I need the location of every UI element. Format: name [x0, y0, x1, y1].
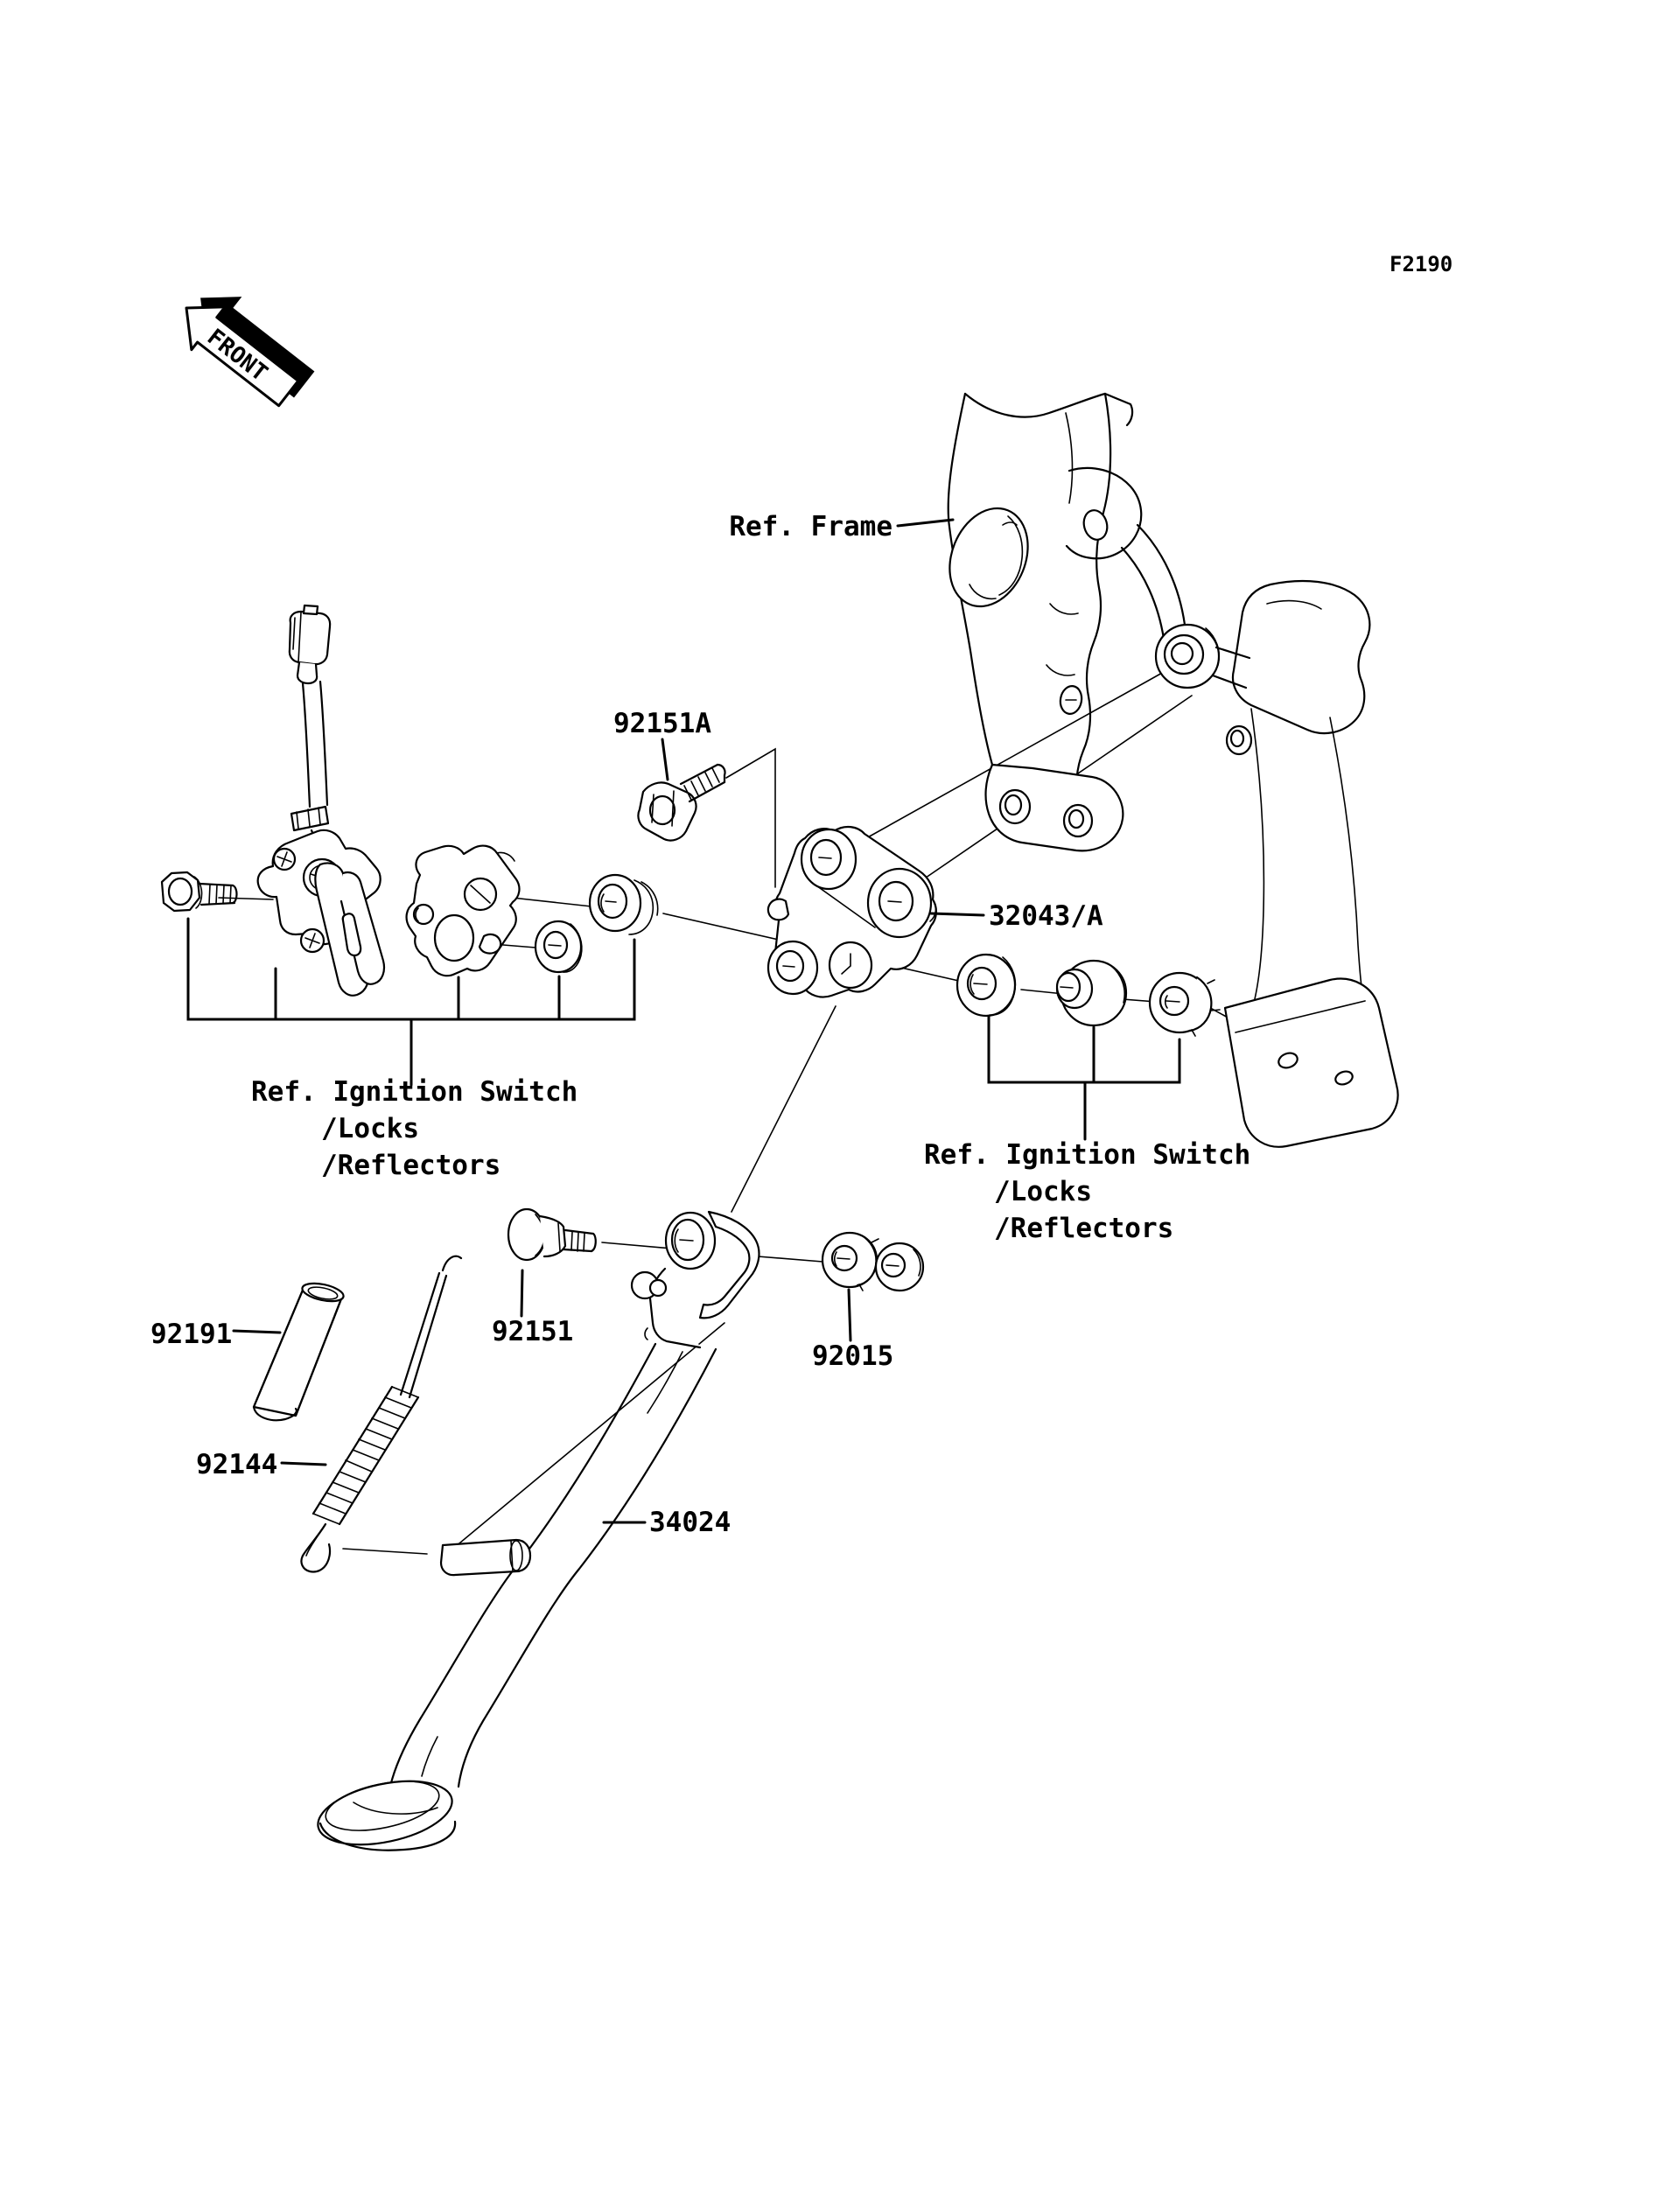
flange-bolt-92151a [637, 763, 726, 842]
switch-washer [534, 920, 583, 974]
switch-mount-bolt [160, 871, 238, 913]
label-ignition-right-line3: /Reflectors [994, 1213, 1173, 1244]
label-ignition-left-line3: /Reflectors [321, 1150, 500, 1181]
labels: F2190 Ref. Frame 92151A 32043/A Ref. Ign… [150, 252, 1452, 1538]
label-92191: 92191 [150, 1319, 232, 1350]
label-34024: 34024 [649, 1507, 731, 1538]
label-92144: 92144 [196, 1449, 277, 1480]
flange-nut-right [1148, 971, 1221, 1037]
stand-foot [317, 1780, 457, 1851]
label-92015: 92015 [812, 1340, 893, 1372]
leader-92015 [847, 1288, 852, 1342]
washer-right [956, 953, 1017, 1018]
side-stand [317, 1210, 760, 1851]
spring-92144 [300, 1255, 463, 1573]
label-ignition-left-line2: /Locks [321, 1113, 419, 1144]
label-ignition-right-line1: Ref. Ignition Switch [924, 1139, 1250, 1171]
stand-bracket-32043 [766, 825, 937, 998]
leader-32043 [929, 912, 985, 917]
leader-92144 [280, 1461, 327, 1466]
label-92151a: 92151A [613, 708, 711, 739]
front-arrow: FRONT [185, 297, 315, 408]
collar-right [1055, 959, 1128, 1027]
label-32043: 32043/A [989, 900, 1103, 932]
stand-switch-assembly [160, 604, 659, 997]
switch-cable [301, 682, 312, 808]
bracket-ignition-right [987, 1015, 1181, 1141]
label-ignition-right-line2: /Locks [994, 1176, 1092, 1207]
tube-92191 [252, 1282, 345, 1422]
bracket-ignition-left [186, 917, 636, 1087]
frame-drawing [947, 392, 1399, 1148]
switch-grommet [588, 873, 659, 935]
leader-92191 [232, 1329, 282, 1334]
nut-92015 [821, 1231, 885, 1291]
leader-92151a [661, 738, 669, 781]
label-ignition-left-line1: Ref. Ignition Switch [251, 1076, 578, 1108]
right-hardware-group [956, 953, 1221, 1037]
label-ref-frame: Ref. Frame [729, 511, 892, 542]
label-92151: 92151 [492, 1316, 573, 1347]
washer-small-right [874, 1242, 925, 1292]
leader-lines [186, 518, 1181, 1524]
figure-code: F2190 [1390, 252, 1452, 276]
stand-leg [388, 1342, 657, 1792]
connector [288, 610, 332, 666]
stand-channel [698, 1210, 760, 1319]
bolt-92151 [507, 1207, 597, 1262]
stand-pivot-pin [439, 1538, 532, 1577]
switch-stay-plate [405, 844, 521, 977]
leader-ref-frame [896, 518, 955, 528]
